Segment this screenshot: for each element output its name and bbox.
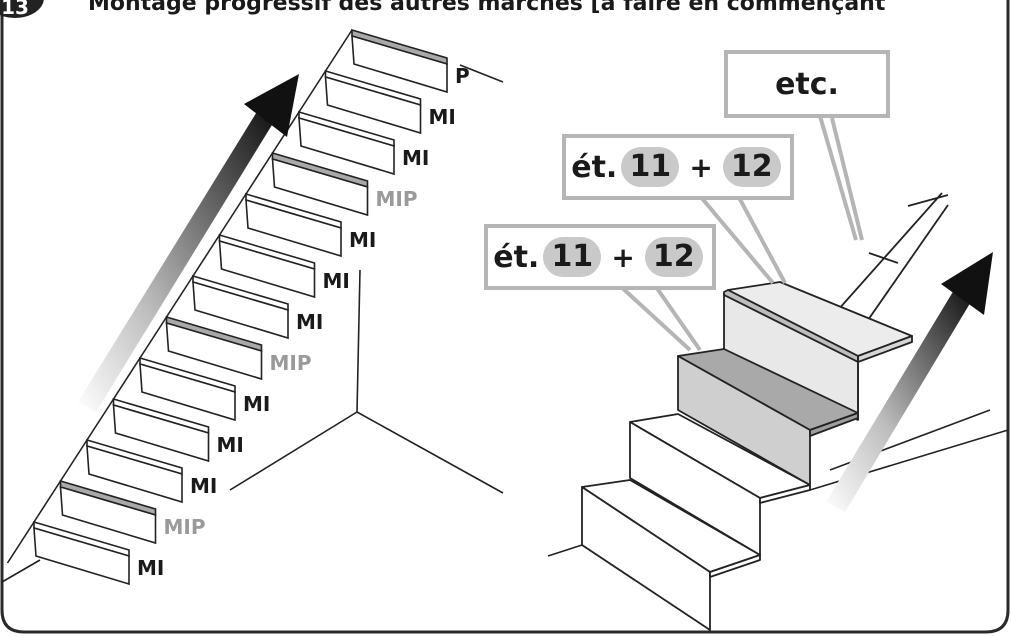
left-step-riser xyxy=(245,198,342,258)
left-step-label: MIP xyxy=(163,515,206,539)
left-step-label: MI xyxy=(322,269,350,293)
left-step-edge xyxy=(6,521,35,564)
step-number-badge: 13 xyxy=(0,0,44,19)
left-step-label: MI xyxy=(349,228,377,252)
callout-pointers xyxy=(616,115,864,352)
left-step-riser xyxy=(165,321,263,381)
callout-upper-plus: + xyxy=(689,150,713,184)
left-wall-lines xyxy=(1,64,504,583)
left-step-edge xyxy=(245,152,274,195)
instruction-header: Montage progressif des autres marches [à… xyxy=(88,0,886,16)
left-step-label: MIP xyxy=(269,351,312,375)
callout-lower-plus: + xyxy=(611,240,635,274)
left-step-riser xyxy=(33,526,130,586)
left-step-edge xyxy=(218,193,247,236)
left-step-riser xyxy=(112,403,210,463)
left-step-label: MI xyxy=(296,310,324,334)
left-step-edge xyxy=(324,29,353,72)
left-step-edge xyxy=(139,316,168,359)
right-staircase xyxy=(581,192,949,631)
callout-upper: ét. 11 + 12 xyxy=(562,134,794,200)
left-step-edge xyxy=(59,439,88,482)
left-step-riser xyxy=(324,75,422,135)
left-step-riser xyxy=(59,485,157,545)
left-step-label: MI xyxy=(428,105,456,129)
left-step-label: MI xyxy=(216,433,244,457)
left-step-edge xyxy=(112,357,141,400)
callout-lower-prefix: ét. xyxy=(493,239,540,275)
up-direction-arrow-right xyxy=(826,252,993,512)
callout-etc: etc. xyxy=(724,50,890,118)
left-step-riser xyxy=(298,116,395,176)
left-step-riser xyxy=(192,280,289,340)
left-step-edge xyxy=(192,234,221,277)
left-step-riser xyxy=(139,362,236,422)
left-step-label: MI xyxy=(243,392,271,416)
callout-upper-prefix: ét. xyxy=(571,149,618,185)
left-step-edge xyxy=(165,275,194,318)
left-staircase xyxy=(6,28,448,586)
up-direction-arrow-left xyxy=(78,74,299,412)
callout-lower-number-a: 11 xyxy=(543,237,602,277)
left-step-riser xyxy=(218,239,316,299)
left-step-riser xyxy=(351,34,448,94)
callout-upper-number-a: 11 xyxy=(621,147,680,187)
callout-lower: ét. 11 + 12 xyxy=(484,224,716,290)
left-step-edge xyxy=(33,480,62,523)
left-step-edge xyxy=(86,398,115,441)
left-step-label: MIP xyxy=(375,187,418,211)
left-step-label: MI xyxy=(137,556,165,580)
left-step-label: P xyxy=(455,64,470,88)
left-step-riser xyxy=(271,157,369,217)
left-step-label: MI xyxy=(402,146,430,170)
callout-lower-number-b: 12 xyxy=(644,237,703,277)
left-step-edge xyxy=(298,70,327,113)
left-step-label: MI xyxy=(190,474,218,498)
callout-etc-text: etc. xyxy=(775,66,839,102)
left-step-riser xyxy=(86,444,183,504)
callout-upper-number-b: 12 xyxy=(722,147,781,187)
